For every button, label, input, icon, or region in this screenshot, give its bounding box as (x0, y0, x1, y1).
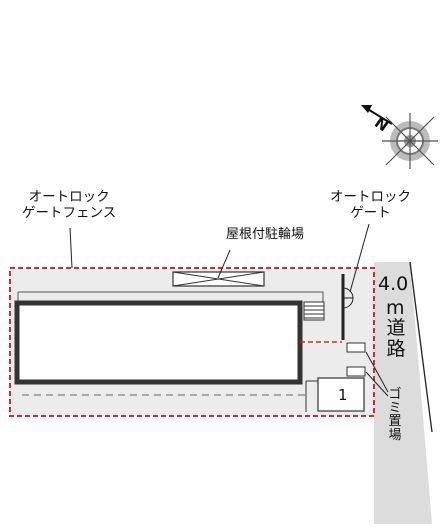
building-footprint (14, 300, 303, 385)
gate-label-line1: オートロック (330, 189, 411, 205)
fence-label-line2: ゲートフェンス (22, 204, 117, 221)
gate-label: オートロック ゲート (330, 189, 411, 221)
road-name-label: 道路 (386, 317, 406, 360)
road-edge-line (409, 261, 433, 433)
bike-parking-label: 屋根付駐輪場 (226, 227, 305, 242)
fence-label: オートロック ゲートフェンス (22, 189, 117, 221)
stairs-icon (303, 301, 325, 321)
leader-bike (217, 249, 231, 279)
parking-number: 1 (338, 386, 348, 404)
road-unit-label: m (386, 297, 405, 319)
parking-space (305, 377, 365, 412)
garbage-box-1 (346, 342, 366, 353)
road-distance-label: 4.0 (378, 273, 409, 295)
leader-fence (69, 227, 73, 269)
leader-garbage-1 (365, 351, 389, 393)
leader-garbage-2 (365, 371, 389, 397)
property-boundary (9, 267, 375, 417)
garbage-box-2 (346, 366, 366, 377)
garbage-label: ゴミ置場 (388, 387, 402, 443)
north-arrow-icon (361, 105, 393, 125)
fence-label-line1: オートロック (28, 189, 110, 205)
gate-label-line2: ゲート (350, 204, 391, 221)
roof-cross-icon (172, 271, 265, 287)
compass-rose-icon (382, 113, 438, 169)
north-mark: N (371, 113, 392, 135)
leader-gate (349, 223, 370, 293)
road-area (374, 262, 432, 524)
